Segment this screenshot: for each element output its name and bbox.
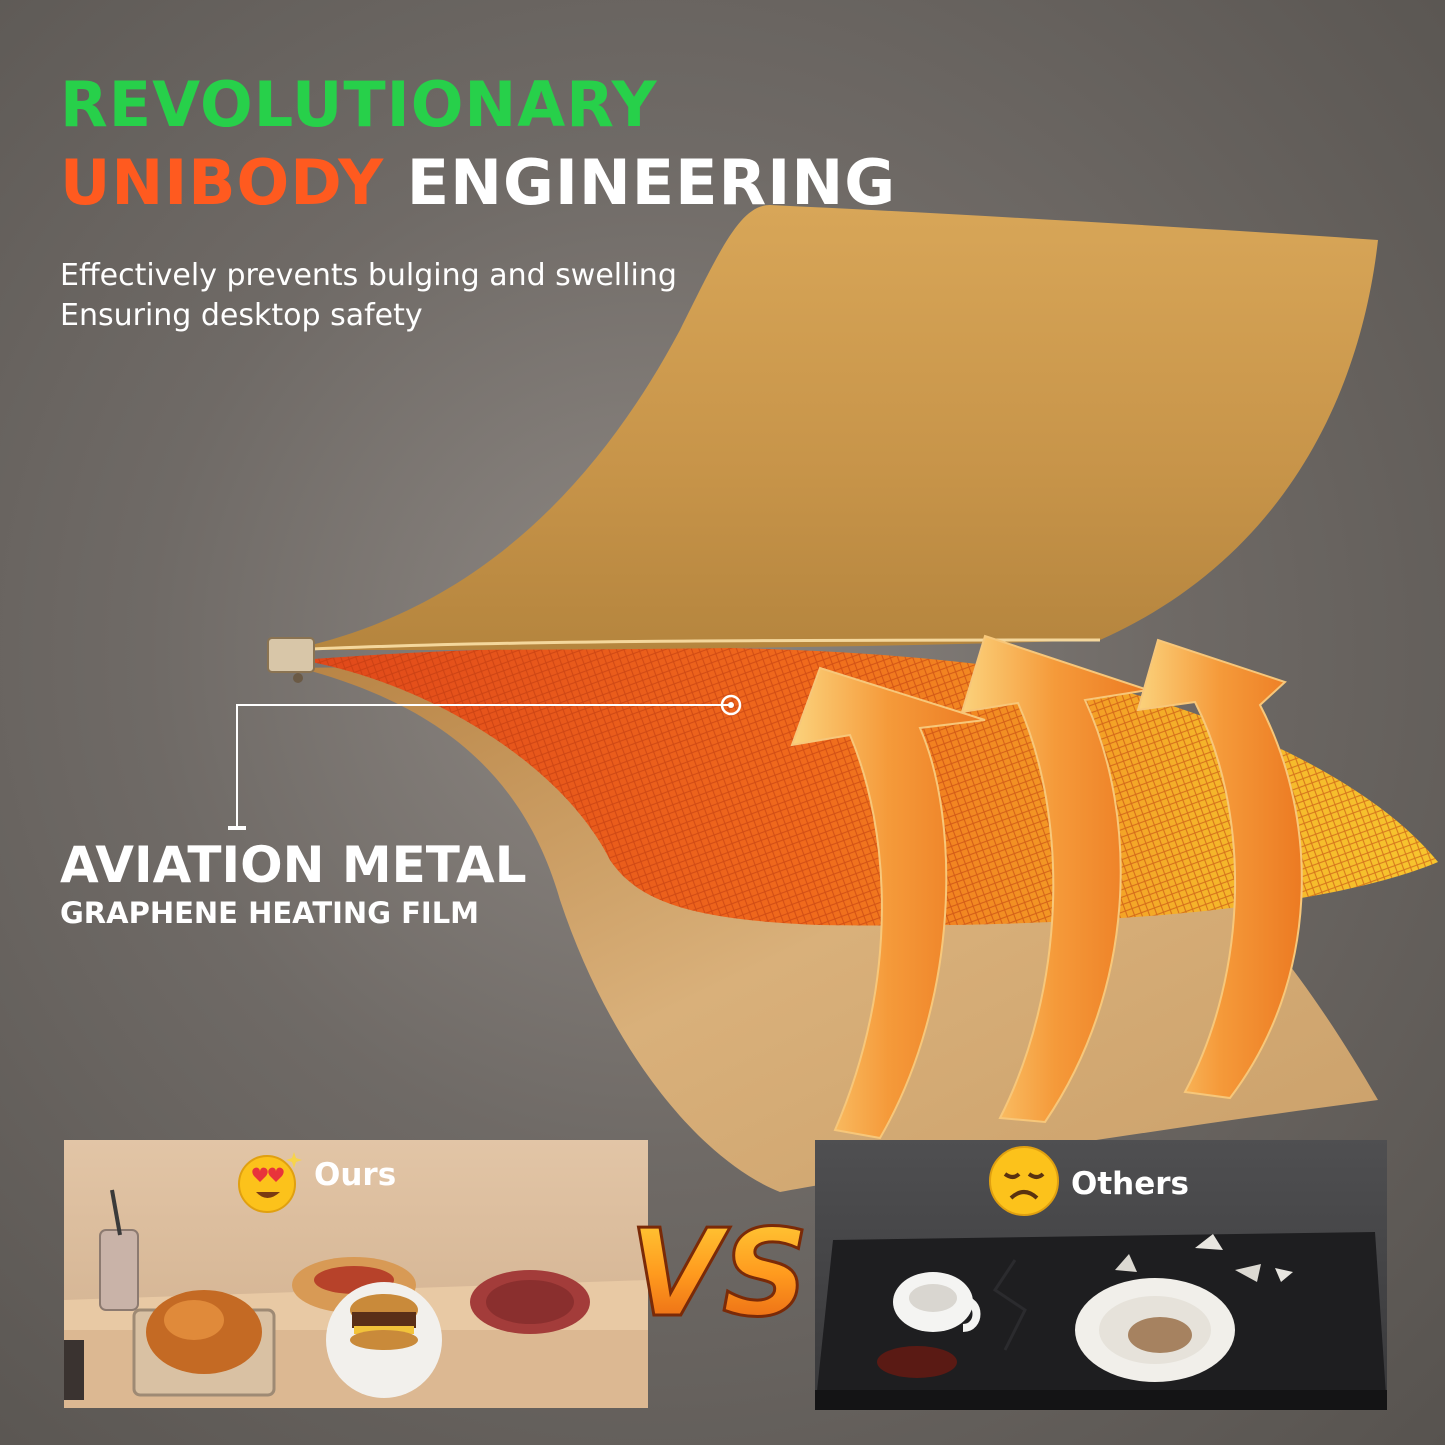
heat-arrow-icon bbox=[1136, 638, 1303, 1100]
others-broken-scene bbox=[815, 1232, 1387, 1410]
callout-target-icon bbox=[720, 694, 742, 716]
subtitle: Effectively prevents bulging and swellin… bbox=[60, 256, 677, 336]
callout-title: AVIATION METAL bbox=[60, 836, 527, 894]
heat-arrow-icon bbox=[790, 666, 986, 1140]
others-panel: Others bbox=[815, 1140, 1387, 1410]
callout-leader-line bbox=[236, 704, 731, 826]
hinge-block bbox=[267, 637, 315, 673]
heat-arrow-icon bbox=[960, 634, 1149, 1124]
sad-emoji-icon bbox=[989, 1146, 1059, 1216]
headline-line-2: UNIBODY ENGINEERING bbox=[60, 146, 896, 219]
others-label: Others bbox=[1071, 1166, 1190, 1202]
heat-arrows bbox=[790, 634, 1303, 1140]
headline-line-1: REVOLUTIONARY bbox=[60, 68, 658, 141]
callout-subtitle: GRAPHENE HEATING FILM bbox=[60, 896, 480, 930]
headline-accent: UNIBODY bbox=[60, 146, 385, 219]
ours-panel: Ours bbox=[64, 1140, 648, 1408]
ours-label: Ours bbox=[314, 1157, 397, 1193]
ours-food-scene bbox=[64, 1189, 648, 1408]
vs-mark: VS bbox=[628, 1204, 810, 1346]
top-plate-shape bbox=[290, 205, 1378, 650]
subtitle-line-2: Ensuring desktop safety bbox=[60, 298, 423, 333]
vs-label: VS bbox=[629, 1205, 808, 1344]
headline-rest: ENGINEERING bbox=[406, 146, 897, 219]
subtitle-line-1: Effectively prevents bulging and swellin… bbox=[60, 258, 677, 293]
heart-eyes-emoji-icon bbox=[238, 1152, 302, 1213]
